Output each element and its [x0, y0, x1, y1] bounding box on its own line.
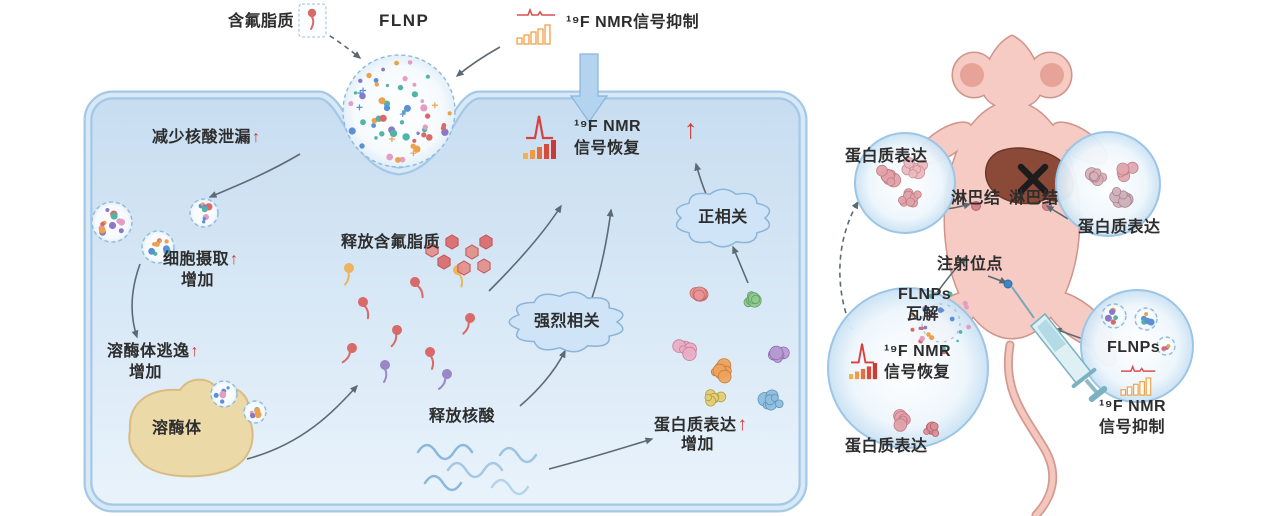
bubble3-content — [893, 291, 971, 437]
protein-blobs — [672, 286, 790, 411]
small-nanoparticles — [91, 198, 267, 424]
mouse-flnps-right-label: FLNPs — [1107, 339, 1161, 356]
bubble4-content — [1101, 303, 1176, 356]
mouse-protein-expression-top-left: 蛋白质表达 — [845, 148, 928, 165]
bubble-flnp-disintegration — [827, 287, 989, 449]
fluorinated-lipid-label: 含氟脂质 — [228, 13, 295, 30]
up-arrow-big: ↑ — [684, 114, 698, 144]
protein-expression-increase2-label: 增加 — [681, 436, 715, 453]
flnp-particle — [342, 54, 456, 168]
bubble1-content — [876, 157, 928, 208]
mouse-nmr-f-label: ¹⁹F NMR — [884, 343, 952, 360]
up-arrow: ↑ — [252, 129, 261, 146]
mouse-injection-site-label: 注射位点 — [937, 256, 1004, 273]
nmr-f-label: ¹⁹F NMR — [574, 118, 642, 135]
mouse-protein-expression-bottom: 蛋白质表达 — [845, 438, 928, 455]
nmr-suppressed-spectrum-icon — [516, 9, 556, 16]
mouse-lymph-node-right: 淋巴结 — [1009, 190, 1059, 207]
up-arrow: ↑ — [737, 414, 748, 435]
lysosome-label: 溶酶体 — [152, 420, 202, 437]
mouse-ear-left-inner — [960, 63, 984, 87]
correlation-clouds — [508, 188, 771, 353]
mouse-protein-expression-top-right: 蛋白质表达 — [1078, 219, 1161, 236]
cell-uptake-label: 细胞摄取↑ — [163, 251, 239, 268]
strong-correlation-label: 强烈相关 — [533, 312, 601, 330]
rna-strands — [416, 443, 538, 496]
nmr-suppressed-bars-icon — [516, 24, 551, 45]
bubble2-content — [1084, 161, 1139, 208]
blue-down-arrow — [569, 53, 609, 124]
mouse-signal-recovery-label: 信号恢复 — [884, 364, 951, 381]
signal-recovery-label: 信号恢复 — [574, 140, 641, 157]
reduce-leakage-label: 减少核酸泄漏↑ — [152, 129, 261, 146]
mouse-region — [902, 34, 1122, 516]
liver-cross-mark — [1017, 163, 1049, 195]
syringe — [1011, 286, 1108, 402]
up-arrow: ↑ — [230, 251, 239, 268]
up-arrow: ↑ — [190, 343, 200, 360]
positive-correlation-label: 正相关 — [698, 208, 748, 226]
bubble-protein-top-left — [854, 132, 956, 234]
protein-expression-increase-label: 蛋白质表达↑ — [654, 414, 748, 435]
injection-site-dot — [1003, 279, 1013, 289]
lymph-node-left-dot — [971, 201, 981, 211]
mouse-disintegration-label: 瓦解 — [906, 306, 940, 323]
mouse-flnps-label: FLNPs — [898, 286, 952, 303]
flnp-title: FLNP — [379, 11, 430, 30]
mouse-lymph-node-left: 淋巴结 — [951, 190, 1001, 207]
mouse-signal-suppression-label: 信号抑制 — [1099, 419, 1166, 436]
cell-uptake-increase-label: 增加 — [181, 272, 215, 289]
lysosome-escape-label: 溶酶体逃逸↑ — [107, 343, 200, 360]
mouse-ear-right-inner — [1040, 63, 1064, 87]
bubble-protein-top-right — [1055, 131, 1161, 237]
released-lipids — [341, 234, 493, 390]
nmr-suppression-label: ¹⁹F NMR信号抑制 — [566, 14, 700, 31]
mouse-nmr-f-right-label: ¹⁹F NMR — [1099, 398, 1167, 415]
release-nucleic-acid-label: 释放核酸 — [429, 408, 496, 425]
release-lipid-label: 释放含氟脂质 — [341, 234, 441, 251]
zoom-bubbles — [827, 131, 1194, 449]
lipid-icon-box — [298, 3, 327, 38]
lysosome-escape-increase-label: 增加 — [129, 364, 163, 381]
